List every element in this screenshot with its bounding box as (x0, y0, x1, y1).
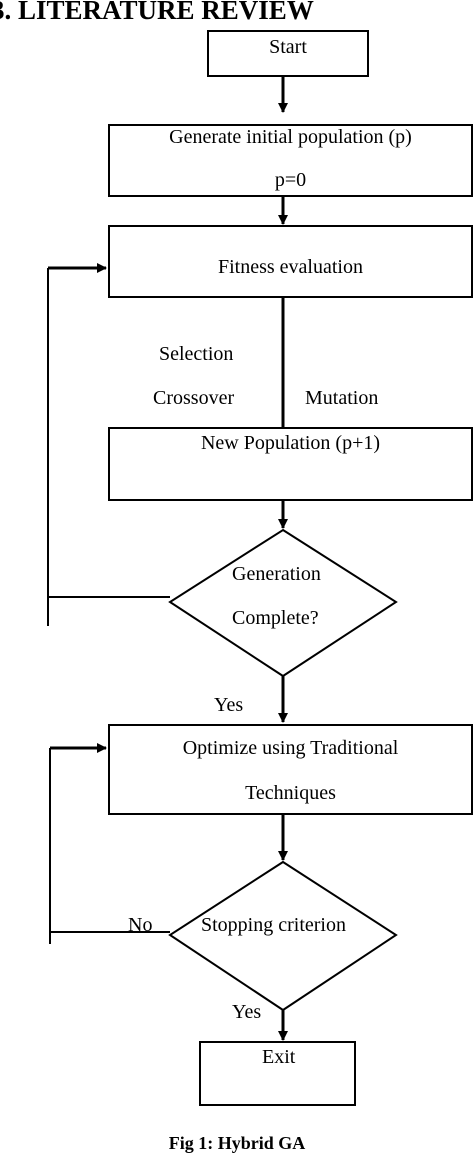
stopping-criterion-label: Stopping criterion (201, 914, 346, 936)
decision1-label-line2: Complete? (232, 607, 319, 629)
optimize-label-line2: Techniques (245, 782, 336, 804)
start-box (207, 30, 369, 77)
start-label: Start (269, 36, 307, 58)
optimize-box (108, 724, 473, 815)
exit-label: Exit (262, 1046, 296, 1068)
fitness-label: Fitness evaluation (218, 256, 363, 278)
no-label: No (128, 914, 153, 936)
generate-label-line2: p=0 (274, 169, 307, 191)
crossover-label: Crossover (153, 387, 235, 409)
decision1-label-line1: Generation (232, 563, 321, 585)
yes-label-2: Yes (232, 1001, 262, 1023)
new-population-label: New Population (p+1) (200, 432, 381, 454)
generate-label-line1: Generate initial population (p) (169, 126, 412, 148)
exit-box (199, 1041, 356, 1106)
yes-label-1: Yes (214, 694, 244, 716)
generation-complete-diamond (168, 528, 398, 678)
selection-label: Selection (159, 343, 234, 365)
generate-population-box (108, 124, 473, 197)
mutation-label: Mutation (305, 387, 379, 409)
optimize-label-line1: Optimize using Traditional (182, 737, 399, 759)
new-population-box (108, 427, 473, 501)
section-heading: 3. LITERATURE REVIEW (0, 0, 314, 25)
figure-caption: Fig 1: Hybrid GA (168, 1133, 306, 1153)
fitness-evaluation-box (108, 225, 473, 298)
